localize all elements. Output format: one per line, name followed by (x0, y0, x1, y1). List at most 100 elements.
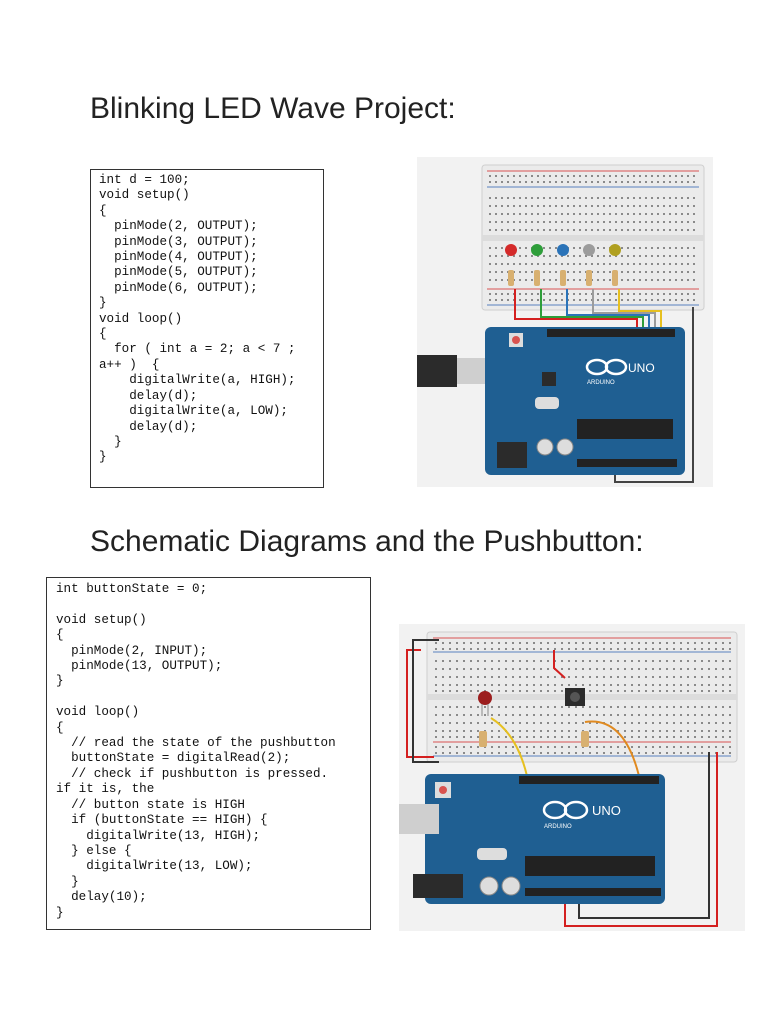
breadboard-hole (669, 181, 671, 183)
breadboard-hole (568, 746, 570, 748)
breadboard-hole (484, 660, 486, 662)
breadboard-hole (589, 730, 591, 732)
breadboard-hole (512, 648, 514, 650)
breadboard-hole (624, 736, 626, 738)
breadboard-hole (615, 299, 617, 301)
breadboard-hole (585, 293, 587, 295)
breadboard-hole (456, 722, 458, 724)
breadboard-hole (617, 642, 619, 644)
breadboard-hole (491, 730, 493, 732)
breadboard-hole (477, 730, 479, 732)
breadboard-hole (659, 706, 661, 708)
breadboard-hole (645, 293, 647, 295)
breadboard-hole (633, 175, 635, 177)
breadboard-hole (621, 205, 623, 207)
breadboard-hole (645, 684, 647, 686)
breadboard-hole (701, 684, 703, 686)
breadboard-hole (657, 181, 659, 183)
breadboard-hole (645, 730, 647, 732)
breadboard-hole (435, 752, 437, 754)
breadboard-hole (442, 722, 444, 724)
breadboard-hole (624, 642, 626, 644)
breadboard-hole (652, 660, 654, 662)
breadboard-hole (533, 752, 535, 754)
breadboard-hole (609, 279, 611, 281)
breadboard-hole (526, 722, 528, 724)
breadboard-hole (645, 668, 647, 670)
breadboard-hole (645, 263, 647, 265)
breadboard-hole (639, 213, 641, 215)
breadboard-hole (663, 255, 665, 257)
breadboard-hole (531, 229, 533, 231)
breadboard-hole (507, 181, 509, 183)
breadboard-hole (589, 642, 591, 644)
breadboard-hole (489, 229, 491, 231)
breadboard-hole (639, 279, 641, 281)
breadboard-hole (575, 714, 577, 716)
breadboard-hole (694, 736, 696, 738)
breadboard-hole (540, 714, 542, 716)
breadboard-hole (547, 648, 549, 650)
breadboard-hole (470, 714, 472, 716)
breadboard-hole (495, 197, 497, 199)
breadboard-hole (617, 746, 619, 748)
arduino-uno-board: UNO ARDUINO (399, 774, 665, 904)
breadboard-hole (537, 263, 539, 265)
breadboard-hole (639, 293, 641, 295)
breadboard-hole (589, 746, 591, 748)
breadboard-hole (549, 213, 551, 215)
breadboard-hole (456, 642, 458, 644)
pushbutton-circuit-figure: UNO ARDUINO (399, 624, 745, 931)
breadboard-hole (519, 660, 521, 662)
breadboard-hole (575, 722, 577, 724)
breadboard-hole (693, 175, 695, 177)
breadboard-hole (585, 263, 587, 265)
breadboard-hole (615, 255, 617, 257)
breadboard-hole (589, 676, 591, 678)
breadboard-hole (573, 197, 575, 199)
breadboard-hole (463, 714, 465, 716)
breadboard-hole (627, 221, 629, 223)
breadboard-hole (549, 175, 551, 177)
breadboard-hole (573, 221, 575, 223)
breadboard-hole (526, 676, 528, 678)
breadboard-hole (651, 229, 653, 231)
breadboard-hole (456, 676, 458, 678)
breadboard-hole (617, 736, 619, 738)
breadboard-hole (680, 746, 682, 748)
breadboard-hole (442, 714, 444, 716)
breadboard-hole (519, 263, 521, 265)
section-2-heading: Schematic Diagrams and the Pushbutton: (90, 525, 644, 558)
breadboard-hole (495, 263, 497, 265)
breadboard-hole (579, 271, 581, 273)
breadboard-hole (519, 271, 521, 273)
breadboard-hole (624, 722, 626, 724)
breadboard-hole (582, 648, 584, 650)
breadboard-hole (463, 690, 465, 692)
breadboard-hole (507, 205, 509, 207)
breadboard-hole (512, 690, 514, 692)
breadboard-hole (540, 676, 542, 678)
breadboard-hole (701, 648, 703, 650)
breadboard-hole (694, 676, 696, 678)
breadboard-hole (609, 213, 611, 215)
breadboard-hole (561, 660, 563, 662)
breadboard-hole (675, 205, 677, 207)
breadboard-hole (645, 279, 647, 281)
breadboard-hole (603, 293, 605, 295)
breadboard-hole (687, 676, 689, 678)
breadboard-hole (621, 181, 623, 183)
breadboard-hole (681, 229, 683, 231)
resistor (560, 270, 566, 286)
breadboard-hole (435, 746, 437, 748)
breadboard-hole (555, 255, 557, 257)
breadboard-hole (456, 706, 458, 708)
breadboard-hole (603, 299, 605, 301)
breadboard-hole (591, 221, 593, 223)
breadboard-hole (495, 279, 497, 281)
breadboard-hole (663, 213, 665, 215)
breadboard-hole (470, 736, 472, 738)
breadboard-hole (631, 746, 633, 748)
breadboard-hole (498, 730, 500, 732)
breadboard-hole (498, 752, 500, 754)
